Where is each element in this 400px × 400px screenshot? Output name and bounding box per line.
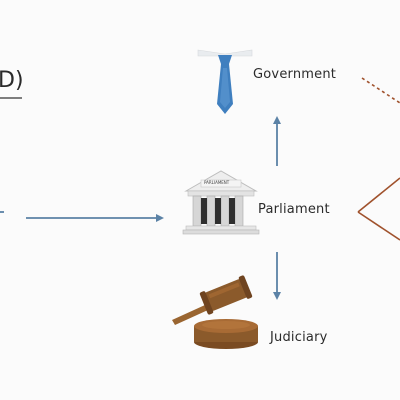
government-label: Government	[253, 67, 337, 82]
parliament-label: Parliament	[258, 202, 330, 217]
judiciary-label: Judiciary	[270, 330, 328, 345]
parliament-sign-text: PARLIAMENT	[204, 180, 230, 185]
gavel-icon	[172, 275, 258, 349]
bracket-line-lower	[357, 211, 400, 241]
bracket-line-upper	[357, 177, 400, 213]
parliament-building-icon	[182, 170, 260, 235]
tie-icon	[197, 49, 253, 114]
title-fragment: D)	[0, 68, 24, 93]
dashed-connector-government	[361, 77, 400, 104]
